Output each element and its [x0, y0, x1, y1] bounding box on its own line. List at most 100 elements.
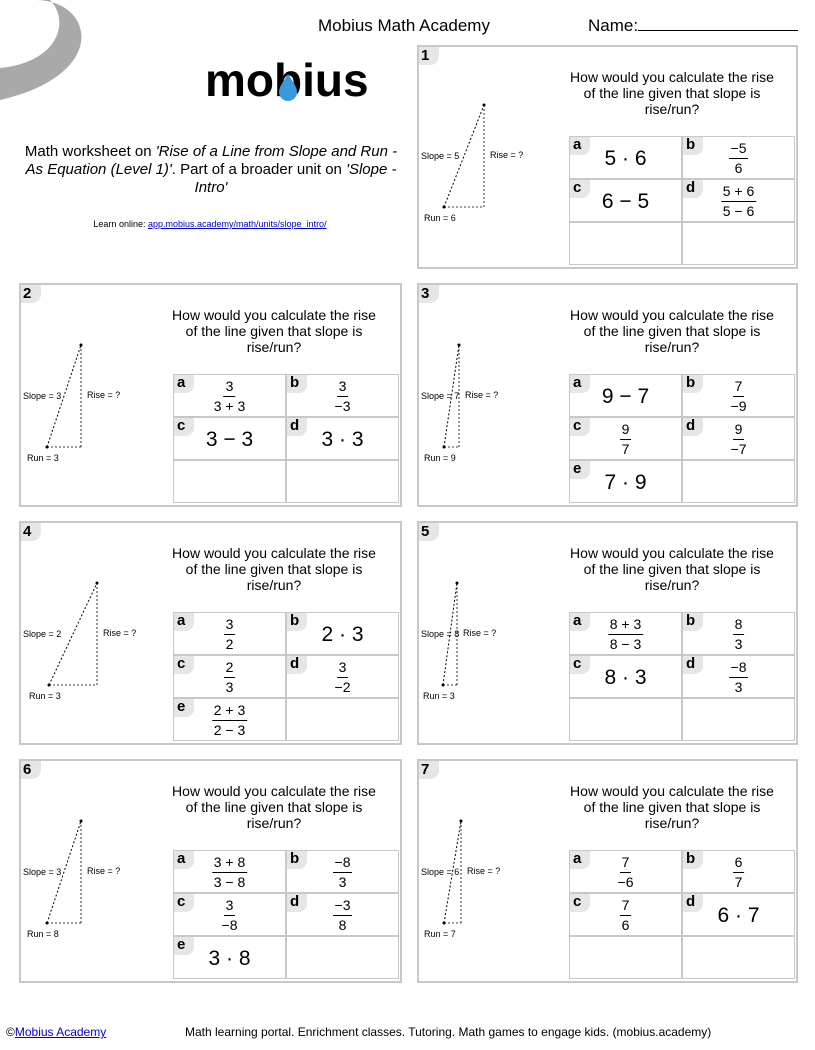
answer-letter: a — [174, 375, 194, 393]
rise-label: Rise = ? — [465, 390, 498, 400]
name-field[interactable]: Name: — [588, 16, 799, 36]
rise-label: Rise = ? — [87, 866, 120, 876]
fraction-numerator: 3 — [336, 660, 349, 678]
slope-label: Slope = 5 — [421, 151, 459, 161]
fraction-numerator: −5 — [728, 141, 749, 159]
learn-online-link[interactable]: app.mobius.academy/math/units/slope_intr… — [147, 219, 327, 229]
question-text: How would you calculate the rise of the … — [570, 545, 774, 593]
answer-option-a[interactable]: a 9 − 7 — [569, 374, 682, 417]
empty-answer-cell — [286, 698, 399, 741]
fraction-denominator: −7 — [730, 441, 747, 457]
answer-letter: e — [174, 937, 194, 955]
fraction-numerator: 9 — [619, 422, 632, 440]
answer-letter: a — [174, 851, 194, 869]
rise-label: Rise = ? — [467, 866, 500, 876]
answer-letter: c — [570, 180, 590, 198]
fraction-denominator: 2 — [225, 636, 234, 652]
run-label: Run = 3 — [27, 453, 59, 463]
slope-label: Slope = 8 — [421, 629, 459, 639]
fraction-numerator: 3 — [223, 617, 236, 635]
fraction-denominator: −3 — [334, 398, 351, 414]
name-line[interactable] — [638, 16, 799, 31]
rise-label: Rise = ? — [490, 150, 523, 160]
brand-swoosh-graphic — [0, 0, 82, 100]
answer-expression: 8 · 3 — [604, 666, 647, 689]
answer-letter: d — [683, 656, 703, 674]
slope-line — [442, 582, 458, 686]
problem-number: 4 — [21, 523, 41, 541]
end-point — [79, 819, 83, 823]
worksheet-description: Math worksheet on 'Rise of a Line from S… — [24, 143, 398, 196]
fraction-denominator: −6 — [617, 874, 634, 890]
fraction-denominator: −9 — [730, 398, 747, 414]
empty-answer-cell — [682, 698, 795, 741]
answer-letter: a — [570, 137, 590, 155]
start-point — [442, 205, 446, 209]
end-point — [457, 343, 461, 347]
fraction-numerator: 2 + 3 — [211, 703, 248, 721]
end-point — [459, 819, 463, 823]
empty-answer-cell — [682, 460, 795, 503]
rise-label: Rise = ? — [87, 390, 120, 400]
fraction-numerator: 7 — [619, 855, 632, 873]
fraction-denominator: 3 — [338, 874, 347, 890]
start-point — [45, 921, 49, 925]
fraction-numerator: 3 + 8 — [211, 855, 248, 873]
fraction-numerator: 8 — [732, 617, 745, 635]
answer-fraction: 7−6 — [618, 855, 634, 890]
answer-letter: c — [174, 894, 194, 912]
answer-letter: d — [287, 418, 307, 436]
answer-option-d[interactable]: d 3 · 3 — [286, 417, 399, 460]
footer-link[interactable]: Mobius Academy — [14, 1025, 107, 1039]
slope-label: Slope = 2 — [23, 629, 61, 639]
rise-label: Rise = ? — [103, 628, 136, 638]
answer-expression: 3 · 3 — [321, 428, 364, 451]
problem-number: 2 — [21, 285, 41, 303]
fraction-numerator: 6 — [732, 855, 745, 873]
answer-expression: 9 − 7 — [601, 385, 650, 408]
answer-letter: a — [570, 375, 590, 393]
answer-letter: d — [683, 894, 703, 912]
fraction-numerator: −8 — [728, 660, 749, 678]
question-text: How would you calculate the rise of the … — [172, 545, 376, 593]
